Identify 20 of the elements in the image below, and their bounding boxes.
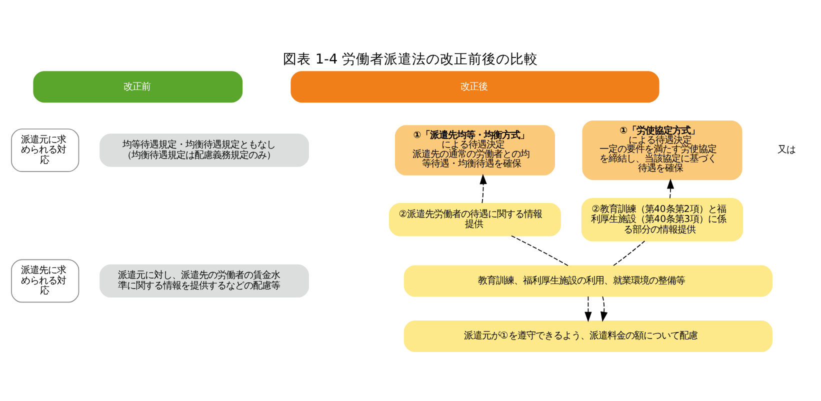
arrow	[480, 174, 487, 204]
node-box: ②派遣先労働者の待遇に関する情報提供	[389, 203, 561, 236]
node-box: 改正後	[290, 71, 660, 103]
node-box: 教育訓練、福利厚生施設の利用、就業環境の整備等	[404, 265, 772, 297]
node-box: 改正前	[33, 71, 243, 103]
arrow	[666, 178, 674, 199]
node-box: ②教育訓練（第40条第2項）と福利厚生施設（第40条第3項）に係る部分の情報提供	[581, 198, 744, 242]
connector	[511, 235, 568, 266]
node-box: 派遣元に対し、派遣先の労働者の賃金水準に関する情報を提供するなどの配慮等	[100, 264, 309, 298]
node-box: 均等待遇規定・均衡待遇規定ともなし （均衡待遇規定は配慮義務規定のみ）	[100, 134, 309, 167]
node-box: 派遣元が①を遵守できるよう、派遣料金の額について配慮	[404, 320, 772, 352]
node-box: ①「派遣先均等・均衡方式」 による待遇決定 派遣先の通常の労働者との均等待遇・均衡待遇を確保	[394, 125, 555, 176]
node-box: ①「労使協定方式」 による待遇決定 一定の要件を満たす労使協定を締結し、当該協定に基づく待遇を確保	[582, 120, 742, 180]
node-box: 派遣元に求められる対応	[11, 128, 80, 172]
label: 又は	[778, 144, 796, 156]
node-box: 派遣先に求められる対応	[11, 259, 80, 303]
diagram-title: 図表 1-4 労働者派遣法の改正前後の比較	[283, 52, 538, 68]
arrow	[600, 296, 608, 322]
arrow	[584, 296, 592, 322]
connector	[613, 240, 646, 266]
